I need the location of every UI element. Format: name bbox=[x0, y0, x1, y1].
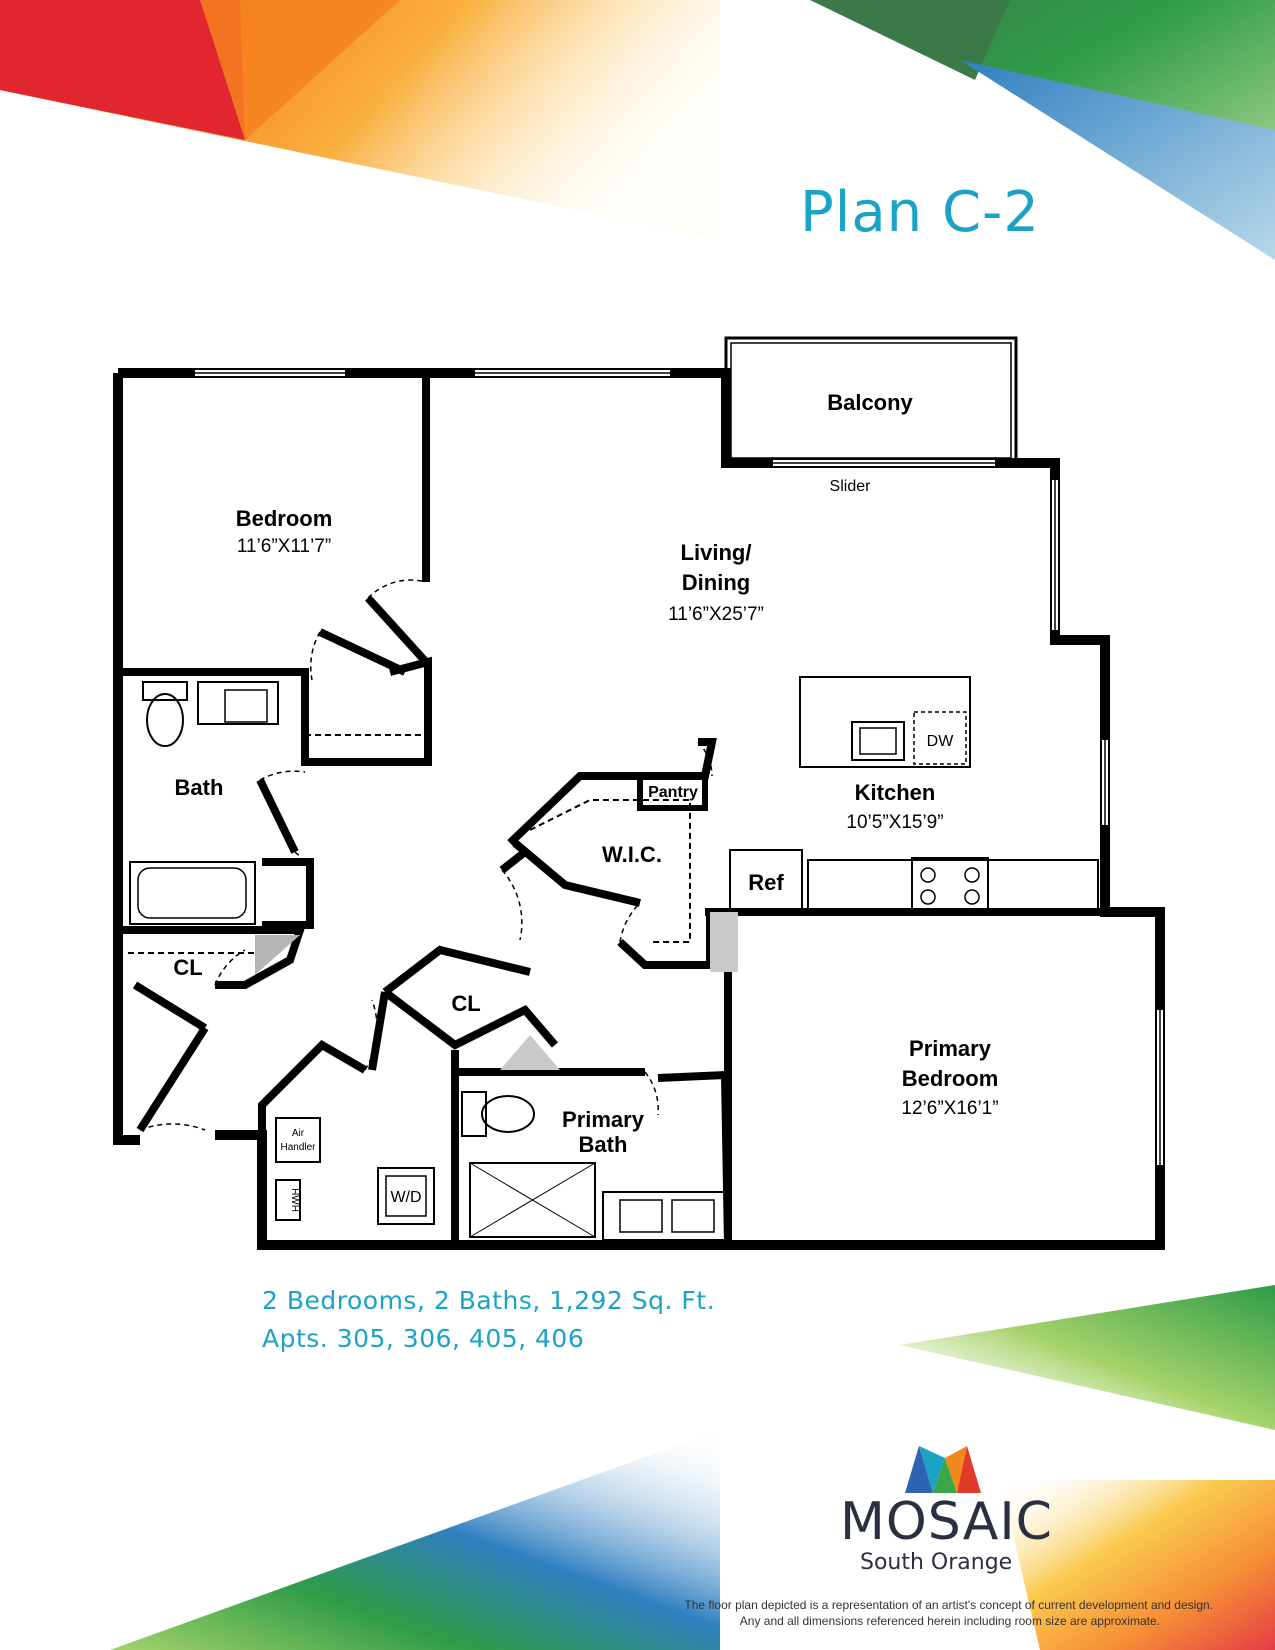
brand-subtitle: South Orange bbox=[860, 1550, 1013, 1575]
closet-label-1: CL bbox=[173, 955, 202, 980]
bathtub bbox=[129, 861, 256, 925]
primary-bath-toilet bbox=[481, 1095, 535, 1133]
kitchen-dims: 10’5”X15’9” bbox=[846, 812, 943, 833]
air-handler-label-2: Handler bbox=[280, 1142, 316, 1153]
kitchen-label: Kitchen bbox=[855, 780, 936, 805]
plan-title: Plan C-2 bbox=[800, 180, 1040, 245]
bath-label: Bath bbox=[175, 775, 224, 800]
double-vanity bbox=[602, 1191, 729, 1241]
range bbox=[911, 857, 989, 911]
wd-label: W/D bbox=[390, 1189, 421, 1206]
wic-label: W.I.C. bbox=[602, 842, 662, 867]
refrigerator bbox=[729, 849, 803, 911]
living-label-2: Dining bbox=[682, 570, 750, 595]
air-handler bbox=[275, 1117, 321, 1163]
pantry-label: Pantry bbox=[648, 784, 698, 801]
living-dims: 11’6”X25’7” bbox=[668, 604, 764, 625]
bath-toilet bbox=[146, 693, 184, 747]
interior-walls bbox=[118, 373, 1160, 1246]
dishwasher bbox=[913, 711, 967, 765]
apartment-numbers: Apts. 305, 306, 405, 406 bbox=[262, 1324, 585, 1353]
pantry-box bbox=[637, 772, 708, 811]
living-label-1: Living/ bbox=[681, 540, 752, 565]
bedroom-label: Bedroom bbox=[236, 506, 333, 531]
brand-name: MOSAIC bbox=[840, 1492, 1053, 1552]
air-handler-label-1: Air bbox=[292, 1128, 305, 1139]
hwh-label: HWH bbox=[289, 1188, 300, 1212]
shower bbox=[469, 1162, 596, 1238]
kitchen-island bbox=[799, 676, 971, 768]
bedroom-dims: 11’6”X11’7” bbox=[237, 536, 331, 557]
hot-water-heater bbox=[275, 1179, 301, 1221]
ref-label: Ref bbox=[748, 870, 784, 895]
primary-bath-label-1: Primary bbox=[562, 1107, 645, 1132]
primary-bedroom-dims: 12’6”X16’1” bbox=[901, 1098, 998, 1119]
mosaic-logo-icon bbox=[905, 1446, 981, 1493]
bath-vanity bbox=[197, 681, 279, 725]
unit-summary: 2 Bedrooms, 2 Baths, 1,292 Sq. Ft. bbox=[262, 1286, 716, 1315]
kitchen-counter bbox=[807, 859, 1099, 911]
washer-dryer bbox=[377, 1167, 435, 1225]
slider-label: Slider bbox=[830, 478, 872, 495]
primary-bedroom-label-2: Bedroom bbox=[902, 1066, 999, 1091]
disclaimer-line-1: The floor plan depicted is a representat… bbox=[684, 1598, 1213, 1612]
closet-label-2: CL bbox=[451, 991, 480, 1016]
disclaimer-line-2: Any and all dimensions referenced herein… bbox=[739, 1614, 1160, 1628]
primary-bedroom-label-1: Primary bbox=[909, 1036, 992, 1061]
balcony-label: Balcony bbox=[827, 390, 913, 415]
dw-label: DW bbox=[927, 733, 955, 750]
primary-bath-label-2: Bath bbox=[579, 1132, 628, 1157]
kitchen-sink bbox=[851, 721, 905, 761]
